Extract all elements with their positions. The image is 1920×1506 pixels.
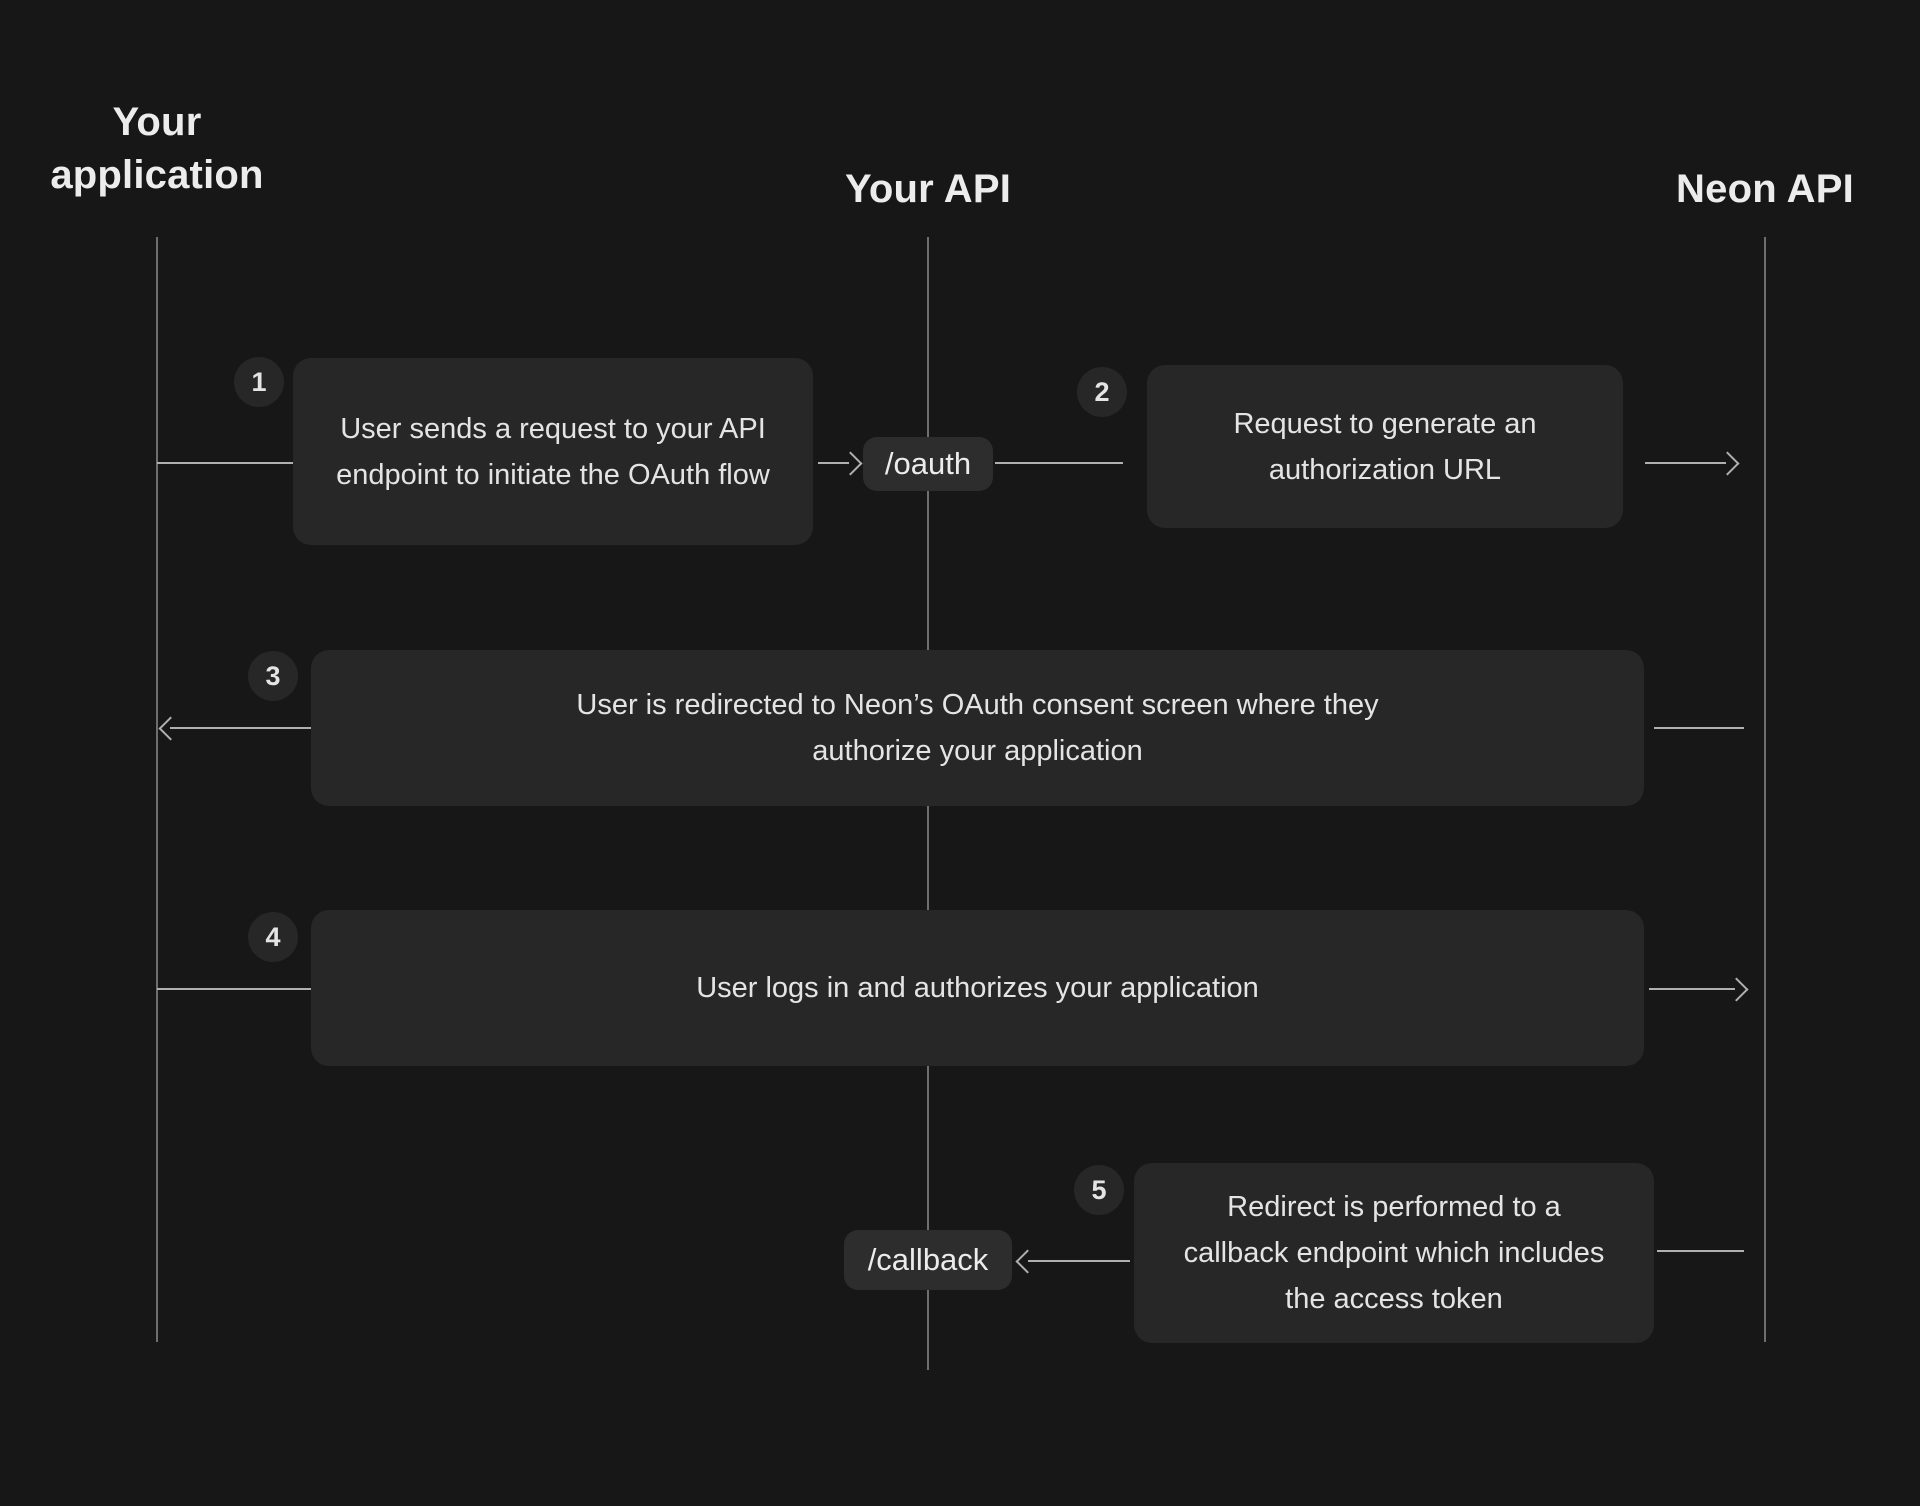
arrowhead-left-icon [1015, 1249, 1040, 1274]
arrowhead-right-icon [838, 451, 863, 476]
step-2-message-box: Request to generate an authorization URL [1147, 365, 1623, 528]
step-4-badge: 4 [248, 912, 298, 962]
lifeline-neon-api [1764, 237, 1766, 1342]
lifeline-your-application [156, 237, 158, 1342]
step-3-message-text: User is redirected to Neon’s OAuth conse… [576, 689, 1379, 767]
step-5-badge: 5 [1074, 1165, 1124, 1215]
step3-line-from-neon [1654, 727, 1744, 729]
step-5-message-text: Redirect is performed to a callback endp… [1183, 1191, 1605, 1315]
step-3-message-box: User is redirected to Neon’s OAuth conse… [311, 650, 1644, 806]
actor-label-your-api: Your API [844, 167, 1012, 211]
arrowhead-right-icon [1724, 977, 1749, 1002]
step3-arrow-line-to-application [170, 727, 311, 729]
step-5-message-box: Redirect is performed to a callback endp… [1134, 1163, 1654, 1343]
endpoint-chip-callback: /callback [844, 1230, 1012, 1290]
endpoint-chip-oauth: /oauth [863, 437, 993, 491]
step-4-message-text: User logs in and authorizes your applica… [696, 972, 1259, 1004]
step-2-message-text: Request to generate an authorization URL [1233, 407, 1537, 486]
step5-arrow-line-to-callback [1028, 1260, 1130, 1262]
step2-arrow-line-to-neon [1645, 462, 1726, 464]
actor-label-neon-api: Neon API [1676, 167, 1854, 211]
step-1-message-box: User sends a request to your API endpoin… [293, 358, 813, 545]
step1-line-from-application [157, 462, 293, 464]
step-3-badge: 3 [248, 651, 298, 701]
step-1-badge: 1 [234, 357, 284, 407]
step4-arrow-line-to-neon [1649, 988, 1735, 990]
arrowhead-right-icon [1715, 451, 1740, 476]
step1-line-oauth-to-step2 [995, 462, 1123, 464]
step4-line-from-application [157, 988, 311, 990]
step-1-message-text: User sends a request to your API endpoin… [336, 412, 770, 491]
step-2-badge: 2 [1077, 367, 1127, 417]
arrowhead-left-icon [158, 716, 183, 741]
step5-line-from-neon [1657, 1250, 1744, 1252]
step1-arrow-line-to-oauth [818, 462, 849, 464]
actor-label-your-application: Your application [50, 100, 264, 197]
step-4-message-box: User logs in and authorizes your applica… [311, 910, 1644, 1066]
